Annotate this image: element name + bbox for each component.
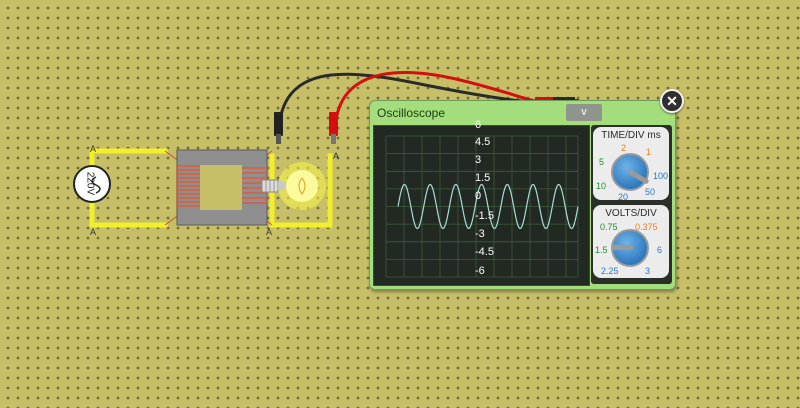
terminal-label: A <box>266 227 272 237</box>
volts-div-card: VOLTS/DIV 0.75 0.375 1.5 6 2.25 3 <box>593 205 669 278</box>
volts-tick: 1.5 <box>595 245 608 255</box>
light-bulb-icon[interactable] <box>261 162 326 210</box>
terminal-label: A <box>90 227 96 237</box>
volts-tick: 0.75 <box>600 222 618 232</box>
volts-div-knob[interactable] <box>611 229 649 267</box>
y-axis-label: -6 <box>475 265 485 277</box>
volts-tick: 2.25 <box>601 266 619 276</box>
ac-source-icon[interactable]: 220V <box>73 165 111 203</box>
time-tick: 2 <box>621 143 627 153</box>
sine-wave-icon <box>91 176 101 194</box>
y-axis-label: 0 <box>475 190 482 202</box>
time-div-pointer <box>627 169 650 185</box>
volts-div-pointer <box>611 245 633 250</box>
time-tick: 20 <box>618 192 629 202</box>
volts-div-title: VOLTS/DIV <box>605 208 657 219</box>
time-tick: 100 <box>653 171 669 181</box>
probe-plug-red[interactable] <box>329 112 338 144</box>
time-div-title: TIME/DIV ms <box>601 130 661 141</box>
time-tick: 50 <box>645 187 656 197</box>
y-axis-label: -3 <box>475 228 485 240</box>
control-panel: TIME/DIV ms 2 1 5 100 10 50 20 VOLTS/DIV… <box>591 125 672 284</box>
probe-plug-black[interactable] <box>274 112 283 144</box>
y-axis-label: 3 <box>475 154 482 166</box>
y-axis-label: 1.5 <box>475 172 491 184</box>
oscilloscope-window[interactable]: Oscilloscope v 6 <box>369 100 676 290</box>
y-axis-label: -4.5 <box>475 246 494 258</box>
waveform-trace <box>397 183 579 230</box>
time-div-card: TIME/DIV ms 2 1 5 100 10 50 20 <box>593 127 669 202</box>
volts-tick: 3 <box>645 266 651 276</box>
terminal-label: A <box>90 144 96 154</box>
time-tick: 10 <box>596 181 607 191</box>
time-tick: 5 <box>599 157 605 167</box>
time-div-knob[interactable] <box>611 153 650 191</box>
oscilloscope-grid <box>385 135 579 278</box>
y-axis-label: 4.5 <box>475 136 491 148</box>
transformer-icon[interactable] <box>176 149 268 226</box>
volts-tick: 0.375 <box>635 222 658 232</box>
volts-tick: 6 <box>657 245 663 255</box>
time-tick: 1 <box>646 147 652 157</box>
probe-cable-red <box>334 71 549 121</box>
channel-button[interactable]: v <box>566 104 602 121</box>
close-icon[interactable]: ✕ <box>660 89 684 113</box>
oscilloscope-title: Oscilloscope <box>377 106 446 120</box>
y-axis-label: 6 <box>475 119 482 131</box>
y-axis-label: -1.5 <box>475 210 494 222</box>
oscilloscope-screen: 6 4.5 3 1.5 0 -1.5 -3 -4.5 -6 <box>373 119 590 286</box>
terminal-label: A <box>333 151 339 161</box>
